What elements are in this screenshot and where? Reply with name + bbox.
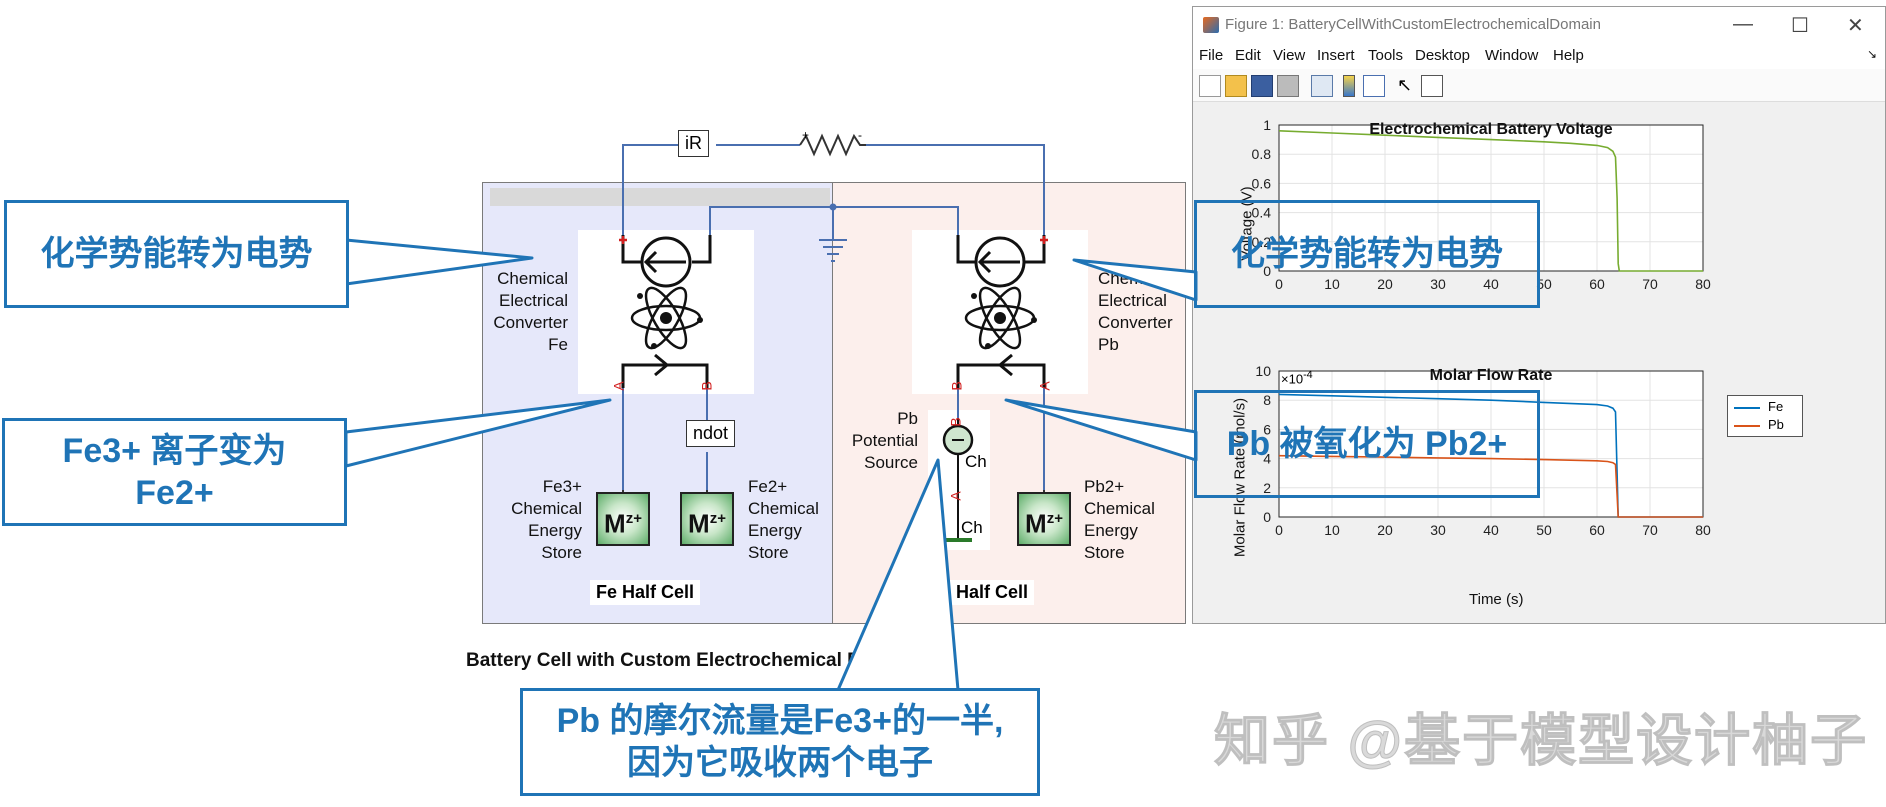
- molar-y-tick-label: 6: [1263, 421, 1271, 437]
- molar-legend[interactable]: Fe Pb: [1727, 395, 1803, 437]
- fe3-store-block[interactable]: Mz+: [596, 492, 650, 546]
- callout-pb-molar-flow: Pb 的摩尔流量是Fe3+的一半,因为它吸收两个电子: [520, 688, 1040, 796]
- molar-exponent: ×10-4: [1281, 369, 1313, 387]
- open-icon[interactable]: [1225, 75, 1247, 97]
- maximize-icon[interactable]: ☐: [1791, 15, 1809, 37]
- print-icon[interactable]: [1277, 75, 1299, 97]
- molar-x-tick-label: 40: [1483, 522, 1499, 538]
- menu-tools[interactable]: Tools: [1368, 47, 1404, 64]
- fe2-store-block[interactable]: Mz+: [680, 492, 734, 546]
- molar-x-tick-label: 0: [1275, 522, 1283, 538]
- voltage-x-tick-label: 40: [1483, 276, 1499, 292]
- voltage-y-tick-label: 1: [1263, 117, 1271, 133]
- menu-edit[interactable]: Edit: [1235, 47, 1261, 64]
- voltage-x-tick-label: 30: [1430, 276, 1446, 292]
- voltage-x-tick-label: 50: [1536, 276, 1552, 292]
- molar-flow-axes: 0 10 20 30 40 50 60 70 80 0 2 4 6 8 10: [1255, 363, 1711, 538]
- model-title: Battery Cell with Custom Electrochemical…: [466, 650, 917, 671]
- molar-y-tick-label: 10: [1255, 363, 1271, 379]
- figure-window-title: Figure 1: BatteryCellWithCustomElectroch…: [1225, 16, 1601, 33]
- voltage-x-tick-label: 0: [1275, 276, 1283, 292]
- ch-label-ref: Ch: [961, 518, 983, 537]
- molar-y-tick-label: 2: [1263, 480, 1271, 496]
- minimize-icon[interactable]: —: [1733, 13, 1753, 35]
- ir-sensor-block[interactable]: iR: [678, 130, 709, 157]
- time-xlabel: Time (s): [1469, 591, 1524, 608]
- fe-half-cell-label: Fe Half Cell: [590, 580, 701, 605]
- ch-label-source: Ch: [965, 452, 987, 471]
- voltage-y-tick-label: 0.4: [1252, 205, 1272, 221]
- voltage-x-tick-label: 70: [1642, 276, 1658, 292]
- voltage-plot-frame: [1278, 124, 1704, 272]
- callout-fe-potential: 化学势能转为电势: [4, 200, 349, 308]
- property-editor-icon[interactable]: [1421, 75, 1443, 97]
- dock-arrow-icon[interactable]: ↘: [1867, 47, 1878, 61]
- link-plot-icon[interactable]: [1311, 75, 1333, 97]
- voltage-y-tick-label: 0: [1263, 263, 1271, 279]
- menu-view[interactable]: View: [1273, 47, 1306, 64]
- molar-x-tick-label: 50: [1536, 522, 1552, 538]
- resistor-plus: +: [802, 128, 810, 142]
- callout-pb-potential: 化学势能转为电势: [1194, 200, 1540, 308]
- resistor-minus: -: [858, 128, 862, 142]
- voltage-x-tick-label: 60: [1589, 276, 1605, 292]
- molar-y-tick-label: 4: [1263, 451, 1271, 467]
- pb2-store-block[interactable]: Mz+: [1017, 492, 1071, 546]
- molar-x-tick-label: 70: [1642, 522, 1658, 538]
- voltage-x-tick-label: 20: [1377, 276, 1393, 292]
- voltage-x-tick-label: 80: [1695, 276, 1711, 292]
- figure-toolbar: ↖: [1193, 69, 1885, 102]
- figure-titlebar[interactable]: Figure 1: BatteryCellWithCustomElectroch…: [1193, 7, 1885, 43]
- legend-entry-fe: Fe: [1768, 399, 1784, 414]
- ndot-sensor-block[interactable]: ndot: [686, 420, 736, 447]
- voltage-axes: 0 10 20 30 40 50 60 70 80 0 0.2 0.4 0.6 0.8 1: [1252, 117, 1711, 292]
- molar-plot-frame: [1278, 370, 1704, 518]
- molar-y-tick-label: 0: [1263, 509, 1271, 525]
- grey-band: [490, 188, 830, 206]
- pointer-icon[interactable]: ↖: [1397, 75, 1413, 95]
- figure-menubar: File Edit View Insert Tools Desktop Wind…: [1193, 43, 1885, 69]
- voltage-x-tick-label: 10: [1324, 276, 1340, 292]
- voltage-y-tick-label: 0.6: [1252, 175, 1272, 191]
- molar-x-tick-label: 80: [1695, 522, 1711, 538]
- molar-x-tick-label: 60: [1589, 522, 1605, 538]
- save-icon[interactable]: [1251, 75, 1273, 97]
- voltage-plot-title: Electrochemical Battery Voltage: [1369, 121, 1613, 138]
- molar-x-tick-label: 30: [1430, 522, 1446, 538]
- molar-x-tick-label: 10: [1324, 522, 1340, 538]
- molar-series-line-pb: [1278, 454, 1703, 518]
- voltage-y-tick-label: 0.8: [1252, 146, 1272, 162]
- menu-file[interactable]: File: [1199, 47, 1224, 64]
- matlab-icon: [1203, 17, 1219, 33]
- callout-pb-oxidized: Pb 被氧化为 Pb2+: [1194, 390, 1540, 498]
- voltage-y-tick-label: 0.2: [1252, 234, 1272, 250]
- voltage-series-line-0: [1278, 130, 1703, 272]
- menu-window[interactable]: Window: [1485, 47, 1539, 64]
- molar-x-tick-label: 20: [1377, 522, 1393, 538]
- colorbar-icon[interactable]: [1343, 75, 1355, 97]
- menu-insert[interactable]: Insert: [1317, 47, 1355, 64]
- menu-help[interactable]: Help: [1553, 47, 1584, 64]
- menu-desktop[interactable]: Desktop: [1415, 47, 1471, 64]
- legend-entry-pb: Pb: [1768, 417, 1784, 432]
- legend-icon[interactable]: [1363, 75, 1385, 97]
- molar-plot-title: Molar Flow Rate: [1429, 367, 1553, 384]
- new-figure-icon[interactable]: [1199, 75, 1221, 97]
- figure-window[interactable]: Figure 1: BatteryCellWithCustomElectroch…: [1192, 6, 1886, 624]
- close-icon[interactable]: ✕: [1847, 15, 1864, 37]
- watermark: 知乎 @基于模型设计柚子: [1213, 709, 1869, 773]
- molar-y-tick-label: 8: [1263, 392, 1271, 408]
